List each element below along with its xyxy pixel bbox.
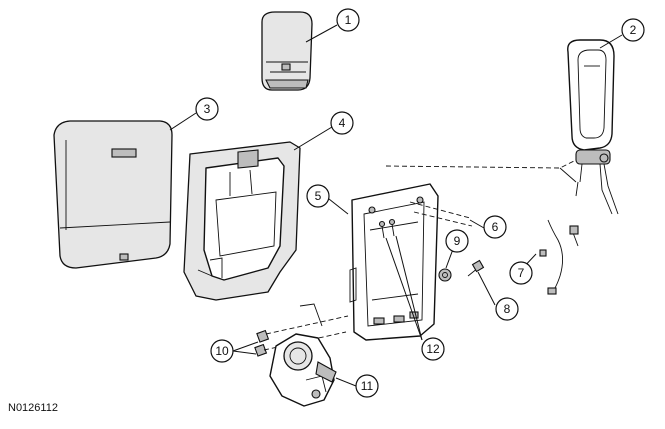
callout-label: 8 (504, 302, 511, 316)
callout-12: 12 (421, 337, 445, 361)
callout-label: 11 (361, 379, 374, 393)
callout-label: 7 (518, 266, 525, 280)
callout-10: 10 (210, 339, 234, 363)
callout-2: 2 (621, 18, 645, 42)
callout-1: 1 (336, 8, 360, 32)
figure-id-label: N0126112 (8, 402, 58, 414)
callout-11: 11 (355, 374, 379, 398)
part-12-push-pins (378, 218, 396, 239)
callout-8: 8 (495, 297, 519, 321)
part-4-frame-cover (183, 141, 301, 301)
callout-4: 4 (330, 111, 354, 135)
callout-label: 9 (454, 234, 461, 248)
callout-label: 1 (345, 13, 352, 27)
part-8-bolt (467, 259, 485, 277)
callout-label: 2 (630, 23, 637, 37)
callout-label: 10 (215, 344, 229, 358)
callout-label: 3 (204, 102, 211, 116)
part-1-headrest-guide (261, 11, 313, 91)
callout-3: 3 (195, 97, 219, 121)
leader-lines (169, 24, 623, 387)
callout-label: 12 (426, 342, 440, 356)
callout-label: 4 (339, 116, 346, 130)
part-11-recliner (269, 303, 337, 407)
part-9-washer (438, 268, 452, 282)
callout-7: 7 (509, 261, 533, 285)
callout-9: 9 (445, 229, 469, 253)
callout-6: 6 (483, 215, 507, 239)
callout-label: 6 (492, 220, 499, 234)
part-3-seat-back-panel (53, 120, 173, 269)
callout-5: 5 (306, 184, 330, 208)
part-7-wiring-connector (539, 219, 579, 295)
part-6-guide-sleeves (385, 159, 577, 227)
part-2-head-restraint (567, 39, 619, 215)
callout-label: 5 (315, 189, 322, 203)
